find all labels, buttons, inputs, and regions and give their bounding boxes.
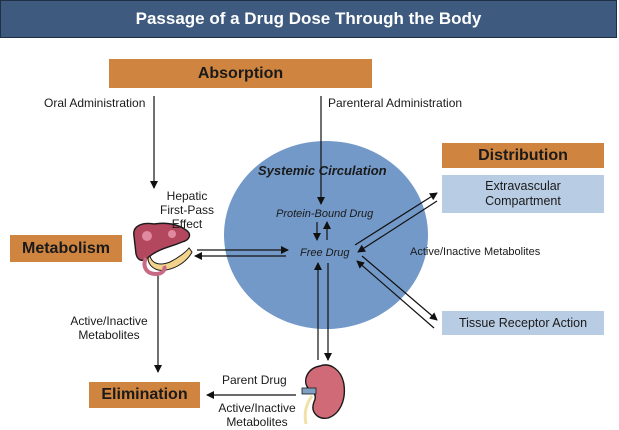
free-to-tissue-arrow: [361, 255, 438, 321]
hepatic-first-pass-label: Hepatic First-Pass Effect: [158, 189, 216, 231]
elimination-box: Elimination: [89, 382, 200, 408]
metabolites-bottom-line1: Active/Inactive: [218, 401, 296, 415]
metabolites-right-label: Active/Inactive Metabolites: [410, 246, 541, 258]
metabolites-left-line2: Metabolites: [78, 328, 140, 342]
hepatic-line2: First-Pass: [160, 203, 214, 217]
metabolites-bottom-line2: Metabolites: [226, 415, 288, 429]
metabolites-left-line1: Active/Inactive: [70, 314, 148, 328]
systemic-circulation-label: Systemic Circulation: [258, 163, 387, 178]
absorption-label: Absorption: [197, 64, 284, 82]
distribution-label: Distribution: [478, 146, 568, 164]
tissue-receptor-box: Tissue Receptor Action: [442, 311, 604, 335]
extravascular-box: Extravascular Compartment: [442, 175, 604, 213]
diagram-title: Passage of a Drug Dose Through the Body: [135, 9, 482, 28]
elimination-label: Elimination: [101, 386, 188, 403]
hepatic-line1: Hepatic: [166, 189, 208, 203]
metabolism-box: Metabolism: [10, 235, 122, 262]
protein-bound-drug-label: Protein-Bound Drug: [276, 208, 374, 220]
tissue-receptor-label: Tissue Receptor Action: [458, 315, 588, 330]
systemic-circulation-circle: [224, 141, 428, 329]
extravascular-line1: Extravascular: [485, 179, 561, 193]
parent-drug-label: Parent Drug: [222, 373, 287, 387]
kidney-icon: [301, 364, 346, 425]
liver-pancreas-icon: [133, 222, 193, 277]
metabolites-left-label: Active/Inactive Metabolites: [64, 314, 154, 342]
tissue-to-free-arrow: [356, 260, 435, 329]
distribution-box: Distribution: [442, 143, 604, 168]
hepatic-line3: Effect: [171, 217, 203, 231]
metabolism-label: Metabolism: [21, 239, 110, 257]
free-to-extravascular-arrow: [354, 192, 438, 246]
oral-administration-label: Oral Administration: [44, 96, 146, 110]
free-drug-label: Free Drug: [300, 247, 350, 259]
title-bar: Passage of a Drug Dose Through the Body: [0, 0, 617, 38]
metabolites-bottom-label: Active/Inactive Metabolites: [212, 401, 302, 429]
absorption-box: Absorption: [109, 59, 372, 88]
extravascular-to-free-arrow: [357, 200, 438, 253]
parenteral-administration-label: Parenteral Administration: [328, 96, 463, 110]
extravascular-line2: Compartment: [485, 194, 561, 208]
